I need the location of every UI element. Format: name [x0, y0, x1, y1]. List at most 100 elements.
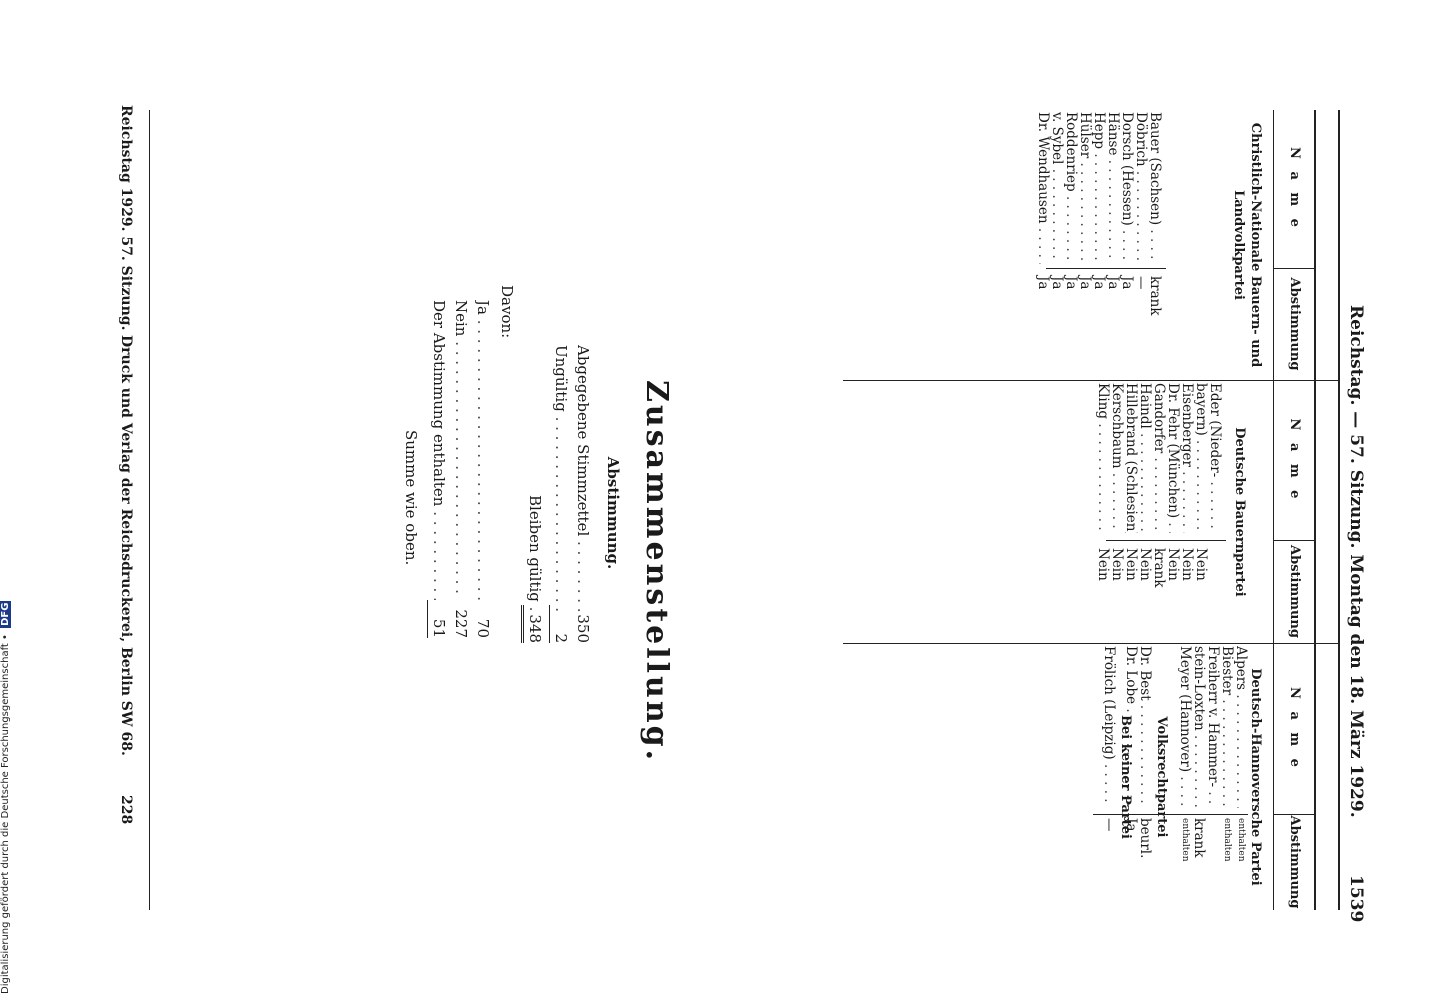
member-name: Dr. Fehr (München): [1166, 383, 1180, 533]
footer-page-number: 228: [118, 795, 134, 825]
bleiben-label: Bleiben gültig: [524, 495, 546, 610]
vote-row: v. SybelJa: [1049, 112, 1065, 346]
vote-row: Alpersenthalten: [1234, 646, 1248, 888]
vote-row: KerschbaumNein: [1109, 383, 1125, 618]
column-divider-1: [843, 380, 1338, 381]
member-vote: enthalten: [1222, 818, 1232, 862]
member-vote: Nein: [1095, 548, 1111, 581]
vote-row: Freiherr v. Hammer-: [1206, 646, 1220, 888]
member-name: Eder (Nieder-: [1208, 383, 1222, 533]
nein-row: Nein 227: [450, 300, 472, 645]
footer-printer: Druck und Verlag der Reichsdruckerei, Be…: [118, 335, 134, 756]
vote-row: HeppJa: [1091, 112, 1107, 346]
member-name: Freiherr v. Hammer-: [1206, 646, 1220, 808]
vote-row: KlingNein: [1095, 383, 1111, 618]
member-name: Hillebrand (Schlesien): [1124, 383, 1138, 533]
davon-row: Davon:: [496, 285, 518, 645]
nein-value: 227: [452, 609, 470, 638]
member-name: Biester: [1220, 646, 1234, 808]
vote-row: Biester enthalten: [1220, 646, 1234, 888]
col1-vote-header: Abstimmung: [1287, 277, 1302, 371]
ungueltig-label: Ungültig: [550, 345, 572, 615]
col3-party-heading-1: Deutsch-Hannoversche Partei: [1248, 668, 1263, 886]
member-vote: Ja: [1063, 276, 1079, 290]
enthalten-value: 51: [427, 600, 450, 638]
member-name: bayern): [1194, 383, 1208, 533]
ungueltig-row: Ungültig 2: [549, 345, 572, 645]
member-name: Meyer (Hannover): [1178, 646, 1192, 808]
member-vote: Ja: [1105, 276, 1121, 290]
ja-row: Ja 70: [472, 300, 494, 645]
vote-row: HänseJa: [1105, 112, 1121, 346]
table-head-rule: [1273, 110, 1274, 910]
member-vote: Nein: [1137, 548, 1153, 581]
member-name: Dorsch (Hessen): [1120, 112, 1134, 264]
member-name: Alpers: [1234, 646, 1248, 808]
summary-title: Zusammenstellung.: [639, 380, 674, 764]
member-vote: Ja: [1077, 276, 1093, 290]
column-divider-2: [843, 643, 1338, 644]
col3-party-heading-2: Volksrechtpartei: [1154, 716, 1169, 838]
member-name: Bauer (Sachsen): [1148, 112, 1162, 264]
col1-party-heading: Christlich-Nationale Bauern- und Landvol…: [1231, 122, 1263, 368]
member-name: Roddenriep: [1064, 112, 1078, 264]
vote-row: Meyer (Hannover) enthalten: [1178, 646, 1192, 888]
member-name: Kling: [1096, 383, 1110, 533]
vote-row: Frölich (Leipzig)—: [1101, 646, 1117, 888]
member-name: stein-Loxten: [1192, 646, 1206, 808]
member-name: Hülser: [1078, 112, 1092, 264]
summe-row: Summe wie oben.: [400, 430, 422, 650]
abgegebene-row: Abgegebene Stimmzettel 350: [572, 345, 594, 645]
col2-name-header: N a m e: [1287, 418, 1302, 503]
enthalten-label: Der Abstimmung enthalten: [428, 300, 450, 600]
vote-row: bayern) Nein: [1193, 383, 1209, 618]
member-vote: krank: [1147, 276, 1163, 316]
ja-value: 70: [474, 618, 492, 638]
member-vote: beurl.: [1137, 818, 1153, 859]
member-vote: —: [1101, 818, 1117, 832]
vote-row: HaindlNein: [1137, 383, 1153, 618]
member-name: Kerschbaum: [1110, 383, 1124, 533]
vote-row: EisenbergerNein: [1179, 383, 1195, 618]
member-vote: krank: [1191, 818, 1207, 858]
header-rule: [1338, 110, 1340, 910]
bleiben-value: 348: [521, 605, 546, 643]
vote-row: Dr. Fehr (München)Nein: [1165, 383, 1181, 618]
vote-row: Dr. WendhausenJa: [1035, 112, 1051, 346]
footer-rule: [149, 110, 150, 910]
abgegebene-label: Abgegebene Stimmzettel: [572, 345, 594, 615]
member-vote: Ja: [1091, 276, 1107, 290]
member-name: Eisenberger: [1180, 383, 1194, 533]
member-name: Dr. Wendhausen: [1036, 112, 1050, 264]
col1-name-header: N a m e: [1287, 147, 1302, 231]
vote-row: HülserJa: [1077, 112, 1093, 346]
table-top-rule: [1314, 110, 1316, 910]
member-name: Döbrich: [1134, 112, 1148, 264]
vote-row: Bauer (Sachsen) krank: [1147, 112, 1163, 346]
page-number: 1539: [1346, 875, 1366, 923]
col3-vote-header: Abstimmung: [1287, 815, 1302, 909]
bleiben-row: Bleiben gültig 348: [521, 345, 546, 645]
col2-party-heading: Deutsche Bauernpartei: [1232, 427, 1247, 597]
member-vote: Nein: [1193, 548, 1209, 581]
member-vote: Ja: [1119, 276, 1135, 290]
vote-row: Eder (Nieder-: [1208, 383, 1222, 618]
nein-label: Nein: [450, 300, 472, 600]
col2-vote-header: Abstimmung: [1287, 545, 1302, 638]
member-vote: Ja: [1035, 276, 1051, 290]
vote-row: Gandorferkrank: [1151, 383, 1167, 618]
member-vote: Nein: [1123, 548, 1139, 581]
member-name: v. Sybel: [1050, 112, 1064, 264]
member-vote: krank: [1151, 548, 1167, 588]
member-vote: —: [1133, 276, 1149, 290]
col3-name-header: N a m e: [1287, 687, 1302, 771]
member-name: Haindl: [1138, 383, 1152, 533]
member-vote: enthalten: [1180, 818, 1190, 862]
member-name: Hepp: [1092, 112, 1106, 264]
summe-label: Summe wie oben.: [402, 430, 420, 566]
ungueltig-value: 2: [549, 605, 572, 643]
vote-row: Hillebrand (Schlesien) Nein: [1123, 383, 1139, 618]
vote-row: Dr. Bestbeurl.: [1137, 646, 1153, 888]
ja-label: Ja: [472, 300, 494, 600]
